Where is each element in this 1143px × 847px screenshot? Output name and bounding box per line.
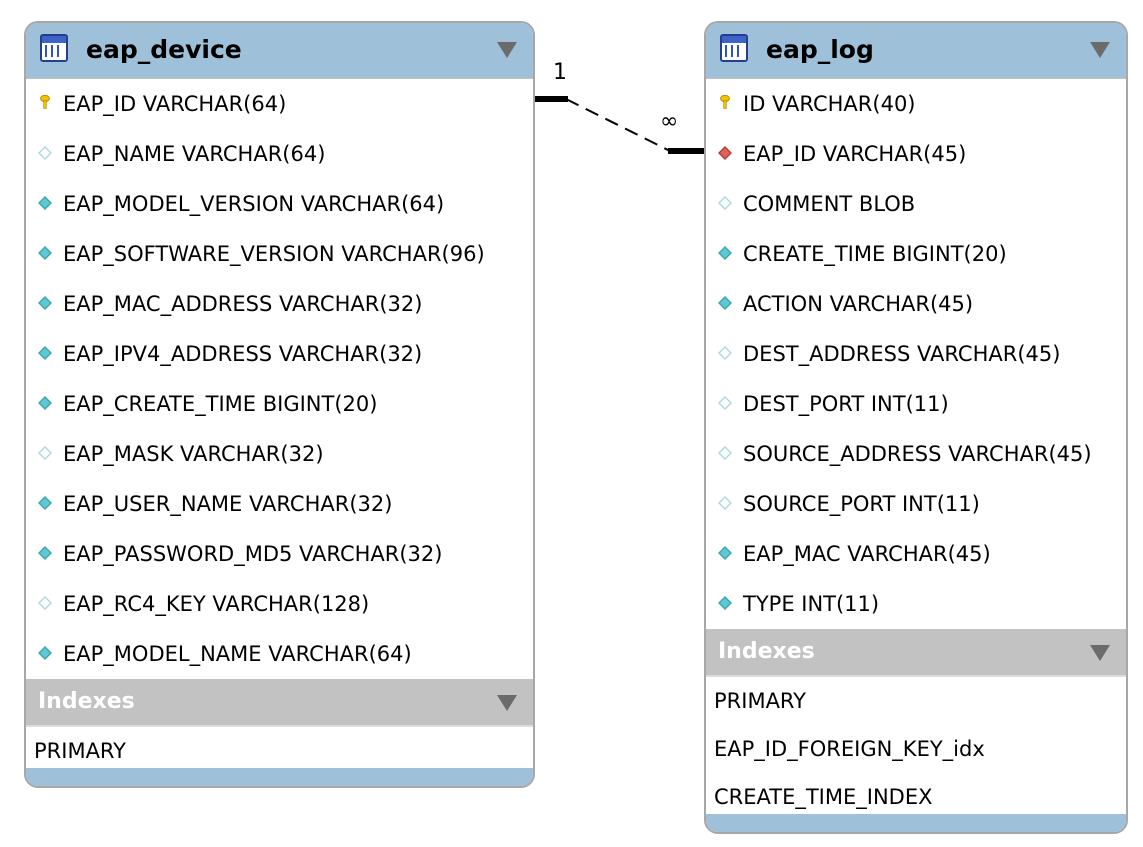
column-row[interactable]: EAP_MAC VARCHAR(45) [706, 529, 1126, 579]
column-label: CREATE_TIME BIGINT(20) [743, 242, 1007, 266]
column-row[interactable]: CREATE_TIME BIGINT(20) [706, 229, 1126, 279]
column-label: EAP_MODEL_NAME VARCHAR(64) [63, 642, 412, 666]
indexes-title: Indexes [38, 689, 135, 714]
nullable-column-icon [38, 446, 52, 460]
nullable-column-icon [718, 396, 732, 410]
index-row[interactable]: PRIMARY [34, 739, 127, 763]
column-label: EAP_MAC VARCHAR(45) [743, 542, 991, 566]
column-label: EAP_ID VARCHAR(64) [63, 92, 287, 116]
column-row[interactable]: EAP_PASSWORD_MD5 VARCHAR(32) [26, 529, 533, 579]
column-label: EAP_USER_NAME VARCHAR(32) [63, 492, 393, 516]
column-label: DEST_ADDRESS VARCHAR(45) [743, 342, 1061, 366]
nullable-column-icon [38, 146, 52, 160]
collapse-arrow-icon[interactable] [497, 695, 517, 711]
table-icon [40, 34, 68, 62]
column-row[interactable]: EAP_ID VARCHAR(45) [706, 129, 1126, 179]
column-row[interactable]: ID VARCHAR(40) [706, 79, 1126, 129]
not-null-column-icon [38, 196, 52, 210]
not-null-column-icon [718, 596, 732, 610]
column-label: EAP_NAME VARCHAR(64) [63, 142, 326, 166]
table-title: eap_device [86, 35, 242, 64]
column-label: TYPE INT(11) [743, 592, 880, 616]
column-row[interactable]: EAP_USER_NAME VARCHAR(32) [26, 479, 533, 529]
column-label: EAP_SOFTWARE_VERSION VARCHAR(96) [63, 242, 485, 266]
column-label: ID VARCHAR(40) [743, 92, 916, 116]
column-label: EAP_MAC_ADDRESS VARCHAR(32) [63, 292, 423, 316]
not-null-column-icon [38, 646, 52, 660]
column-row[interactable]: EAP_SOFTWARE_VERSION VARCHAR(96) [26, 229, 533, 279]
nullable-column-icon [718, 196, 732, 210]
column-label: EAP_MASK VARCHAR(32) [63, 442, 324, 466]
table-eap-device[interactable]: eap_device EAP_ID VARCHAR(64) EAP_NAME VA… [24, 21, 535, 788]
nullable-column-icon [718, 446, 732, 460]
column-row[interactable]: EAP_MODEL_VERSION VARCHAR(64) [26, 179, 533, 229]
not-null-column-icon [38, 346, 52, 360]
column-list: EAP_ID VARCHAR(64) EAP_NAME VARCHAR(64) EA… [26, 79, 533, 679]
cardinality-many-label: ∞ [660, 109, 679, 134]
primary-key-icon [40, 94, 50, 109]
column-label: EAP_CREATE_TIME BIGINT(20) [63, 392, 378, 416]
not-null-column-icon [38, 246, 52, 260]
column-row[interactable]: EAP_IPV4_ADDRESS VARCHAR(32) [26, 329, 533, 379]
column-row[interactable]: SOURCE_PORT INT(11) [706, 479, 1126, 529]
column-label: EAP_ID VARCHAR(45) [743, 142, 967, 166]
column-label: EAP_RC4_KEY VARCHAR(128) [63, 592, 370, 616]
nullable-column-icon [38, 596, 52, 610]
not-null-column-icon [38, 496, 52, 510]
not-null-column-icon [38, 546, 52, 560]
column-row[interactable]: COMMENT BLOB [706, 179, 1126, 229]
column-label: DEST_PORT INT(11) [743, 392, 949, 416]
not-null-column-icon [38, 296, 52, 310]
relationship-line [565, 98, 671, 152]
indexes-header[interactable]: Indexes [26, 679, 533, 727]
foreign-key-icon [718, 146, 732, 160]
index-row[interactable]: EAP_ID_FOREIGN_KEY_idx [714, 737, 985, 761]
not-null-column-icon [718, 546, 732, 560]
table-footer [706, 814, 1126, 832]
column-label: SOURCE_PORT INT(11) [743, 492, 980, 516]
table-icon [720, 34, 748, 62]
column-row[interactable]: EAP_RC4_KEY VARCHAR(128) [26, 579, 533, 629]
collapse-arrow-icon[interactable] [1090, 645, 1110, 661]
column-row[interactable]: SOURCE_ADDRESS VARCHAR(45) [706, 429, 1126, 479]
column-row[interactable]: EAP_MODEL_NAME VARCHAR(64) [26, 629, 533, 679]
column-row[interactable]: TYPE INT(11) [706, 579, 1126, 629]
column-label: EAP_MODEL_VERSION VARCHAR(64) [63, 192, 445, 216]
column-row[interactable]: DEST_PORT INT(11) [706, 379, 1126, 429]
not-null-column-icon [38, 396, 52, 410]
collapse-arrow-icon[interactable] [1090, 42, 1110, 58]
index-row[interactable]: PRIMARY [714, 689, 807, 713]
column-label: COMMENT BLOB [743, 192, 916, 216]
collapse-arrow-icon[interactable] [497, 42, 517, 58]
table-header[interactable]: eap_log [706, 23, 1126, 79]
table-header[interactable]: eap_device [26, 23, 533, 79]
nullable-column-icon [718, 346, 732, 360]
not-null-column-icon [718, 296, 732, 310]
indexes-title: Indexes [718, 639, 815, 664]
not-null-column-icon [718, 246, 732, 260]
column-label: EAP_PASSWORD_MD5 VARCHAR(32) [63, 542, 443, 566]
table-footer [26, 768, 533, 786]
column-label: SOURCE_ADDRESS VARCHAR(45) [743, 442, 1092, 466]
cardinality-one-label: 1 [553, 60, 567, 85]
column-row[interactable]: EAP_MASK VARCHAR(32) [26, 429, 533, 479]
column-row[interactable]: EAP_ID VARCHAR(64) [26, 79, 533, 129]
column-row[interactable]: DEST_ADDRESS VARCHAR(45) [706, 329, 1126, 379]
index-row[interactable]: CREATE_TIME_INDEX [714, 785, 933, 809]
column-row[interactable]: EAP_CREATE_TIME BIGINT(20) [26, 379, 533, 429]
index-list: PRIMARY [26, 727, 533, 775]
indexes-header[interactable]: Indexes [706, 629, 1126, 677]
column-list: ID VARCHAR(40) EAP_ID VARCHAR(45) COMMENT … [706, 79, 1126, 629]
primary-key-icon [720, 94, 730, 109]
table-title: eap_log [766, 35, 874, 64]
column-row[interactable]: EAP_MAC_ADDRESS VARCHAR(32) [26, 279, 533, 329]
column-row[interactable]: ACTION VARCHAR(45) [706, 279, 1126, 329]
nullable-column-icon [718, 496, 732, 510]
column-label: ACTION VARCHAR(45) [743, 292, 974, 316]
column-row[interactable]: EAP_NAME VARCHAR(64) [26, 129, 533, 179]
table-eap-log[interactable]: eap_log ID VARCHAR(40) EAP_ID VARCHAR(45)… [704, 21, 1128, 834]
column-label: EAP_IPV4_ADDRESS VARCHAR(32) [63, 342, 423, 366]
